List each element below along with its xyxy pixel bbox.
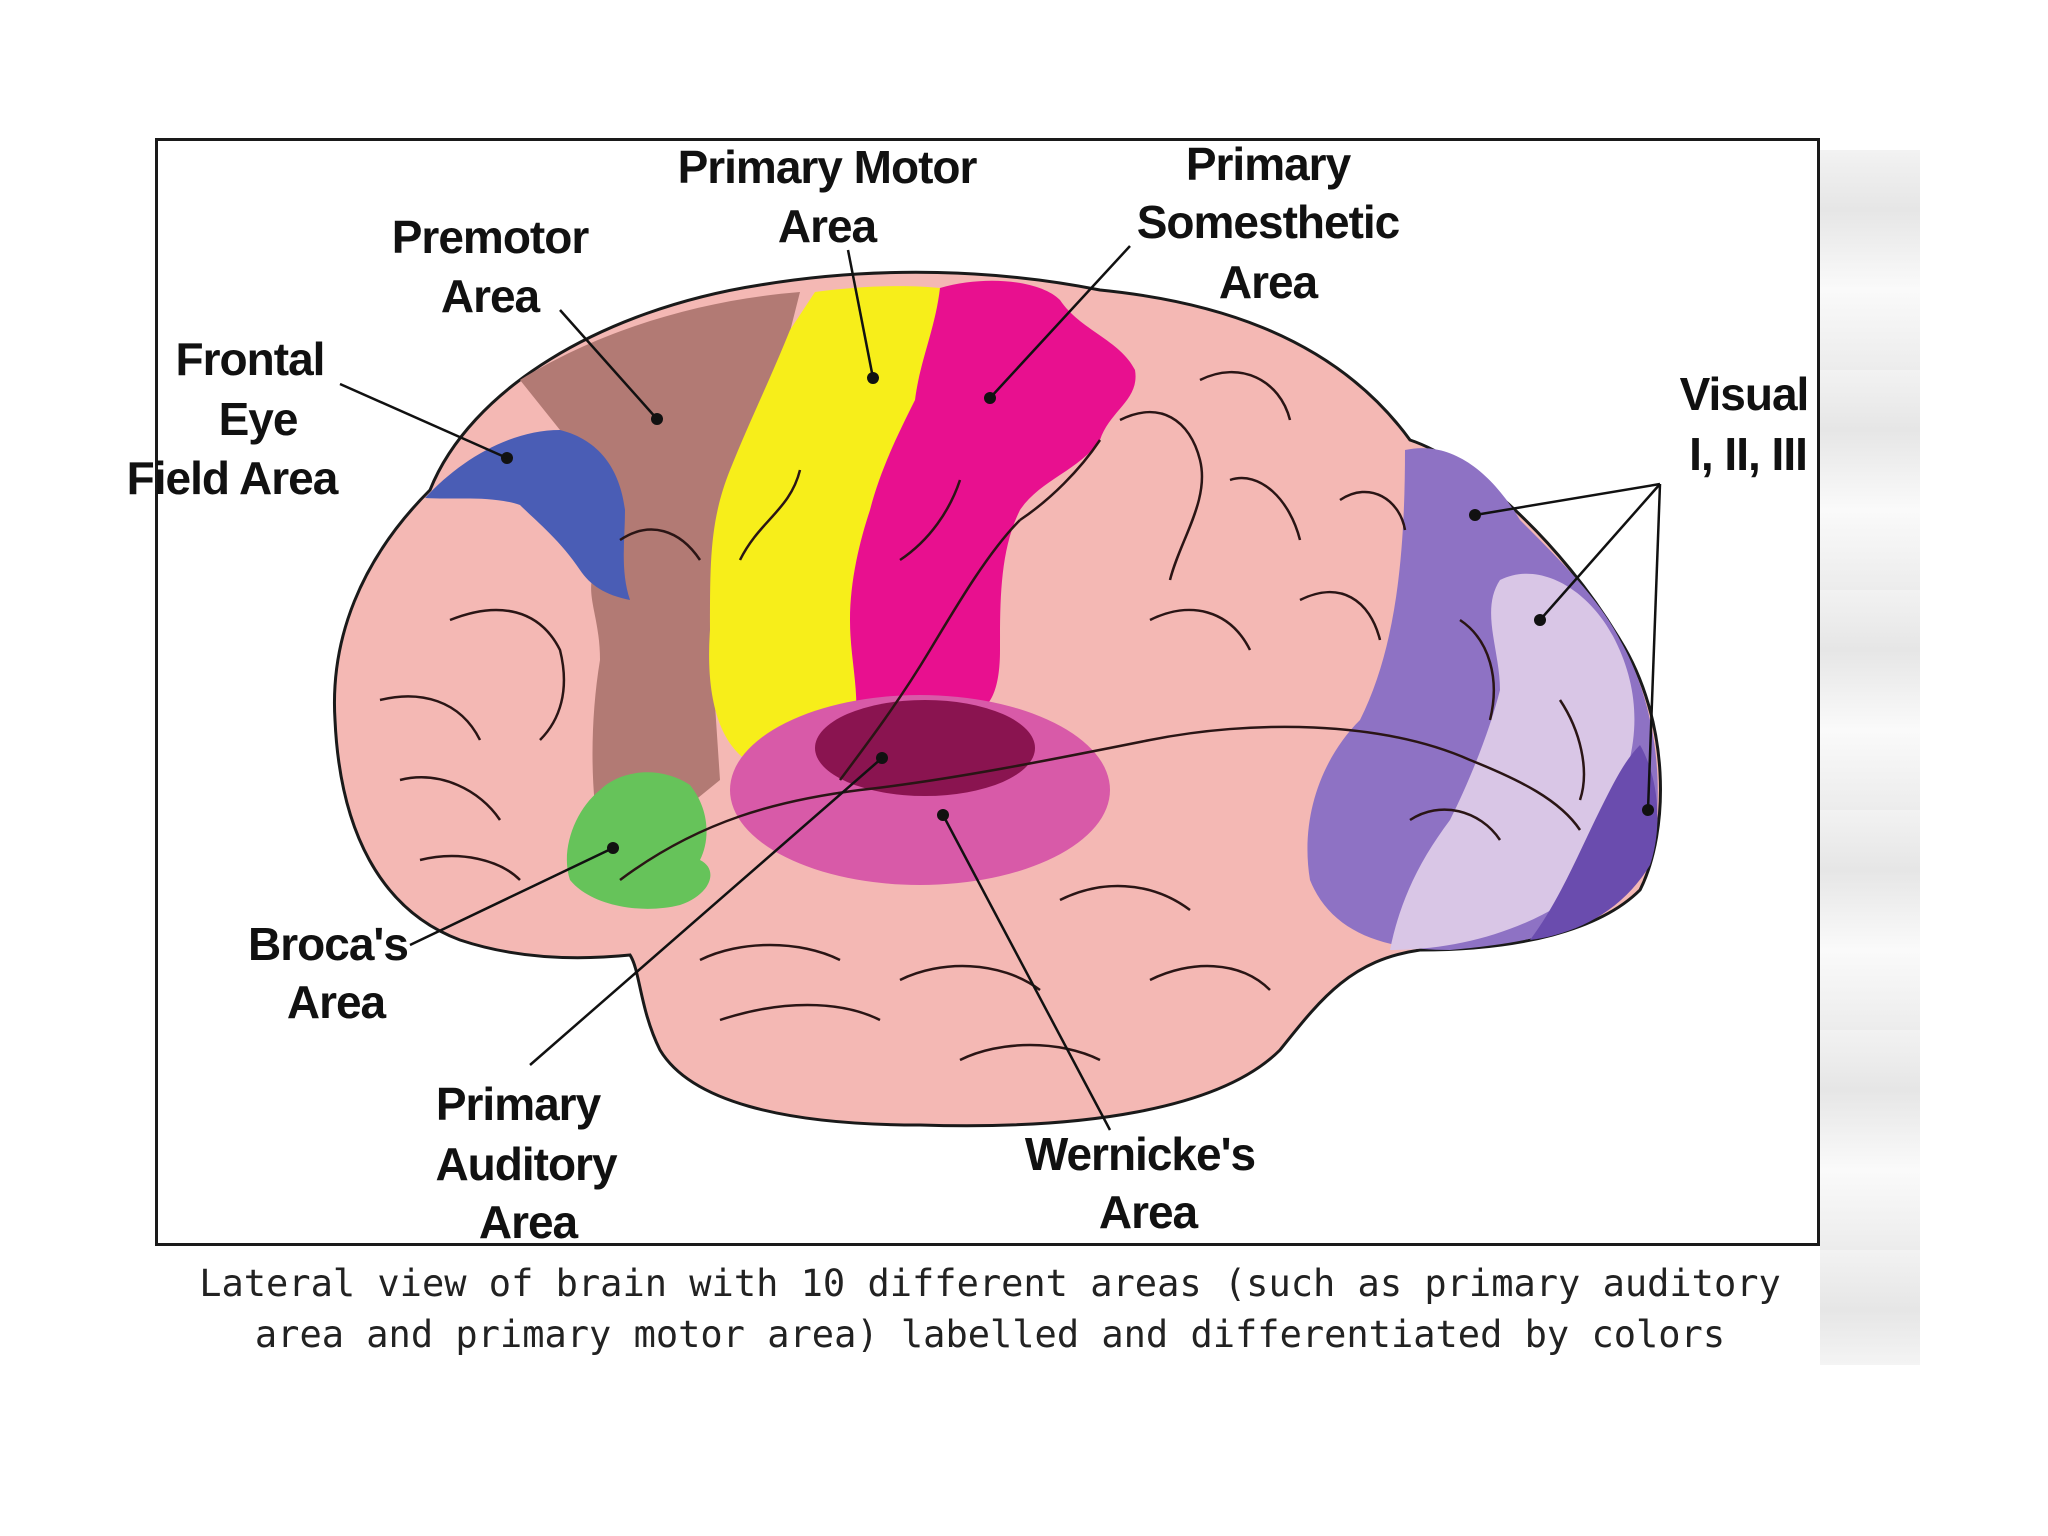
leader-lines: [339, 245, 1662, 1131]
caption-line-1: Lateral view of brain with 10 different …: [199, 1262, 1781, 1305]
label-premotor: Premotor Area: [392, 211, 591, 322]
label-line: Area: [479, 1196, 579, 1248]
label-line: Auditory: [435, 1138, 618, 1190]
brocas-area-region: [566, 772, 711, 909]
label-line: Primary Motor: [678, 141, 978, 193]
label-visual: Visual I, II, III: [1680, 368, 1810, 480]
label-line: Area: [1219, 256, 1319, 308]
primary-motor-region: [709, 286, 940, 780]
label-line: Area: [778, 200, 878, 252]
brain-folds: [379, 370, 1586, 1062]
caption-line-2: area and primary motor area) labelled an…: [254, 1313, 1726, 1356]
primary-somesthetic-region: [850, 280, 1136, 730]
label-line: Broca's: [248, 918, 408, 970]
label-line: Area: [287, 976, 387, 1028]
label-line: Area: [1099, 1186, 1199, 1238]
label-line: Frontal: [176, 333, 325, 385]
label-line: Wernicke's: [1025, 1128, 1255, 1180]
label-line: I, II, III: [1689, 428, 1807, 480]
premotor-area-region: [520, 292, 800, 845]
label-primary-somesthetic: Primary Somesthetic Area: [1137, 138, 1401, 308]
label-primary-auditory: Primary Auditory Area: [435, 1078, 619, 1248]
visual-area-3-region: [1530, 745, 1658, 940]
figure-caption: Lateral view of brain with 10 different …: [160, 1258, 1820, 1360]
label-line: Field Area: [127, 452, 339, 504]
label-line: Premotor: [392, 211, 590, 263]
background-texture: [1820, 150, 1920, 1365]
frontal-eye-field-region: [425, 430, 630, 600]
label-wernickes: Wernicke's Area: [1025, 1128, 1256, 1238]
label-line: Area: [441, 270, 541, 322]
label-line: Eye: [219, 393, 298, 445]
label-line: Visual: [1680, 368, 1809, 420]
label-line: Somesthetic: [1137, 196, 1400, 248]
label-line: Primary: [436, 1078, 602, 1130]
visual-area-2-region: [1390, 573, 1635, 950]
label-brocas: Broca's Area: [248, 918, 409, 1028]
label-primary-motor: Primary Motor Area: [678, 141, 979, 252]
label-frontal-eye-field: Frontal Eye Field Area: [127, 333, 340, 504]
label-line: Primary: [1186, 138, 1352, 190]
